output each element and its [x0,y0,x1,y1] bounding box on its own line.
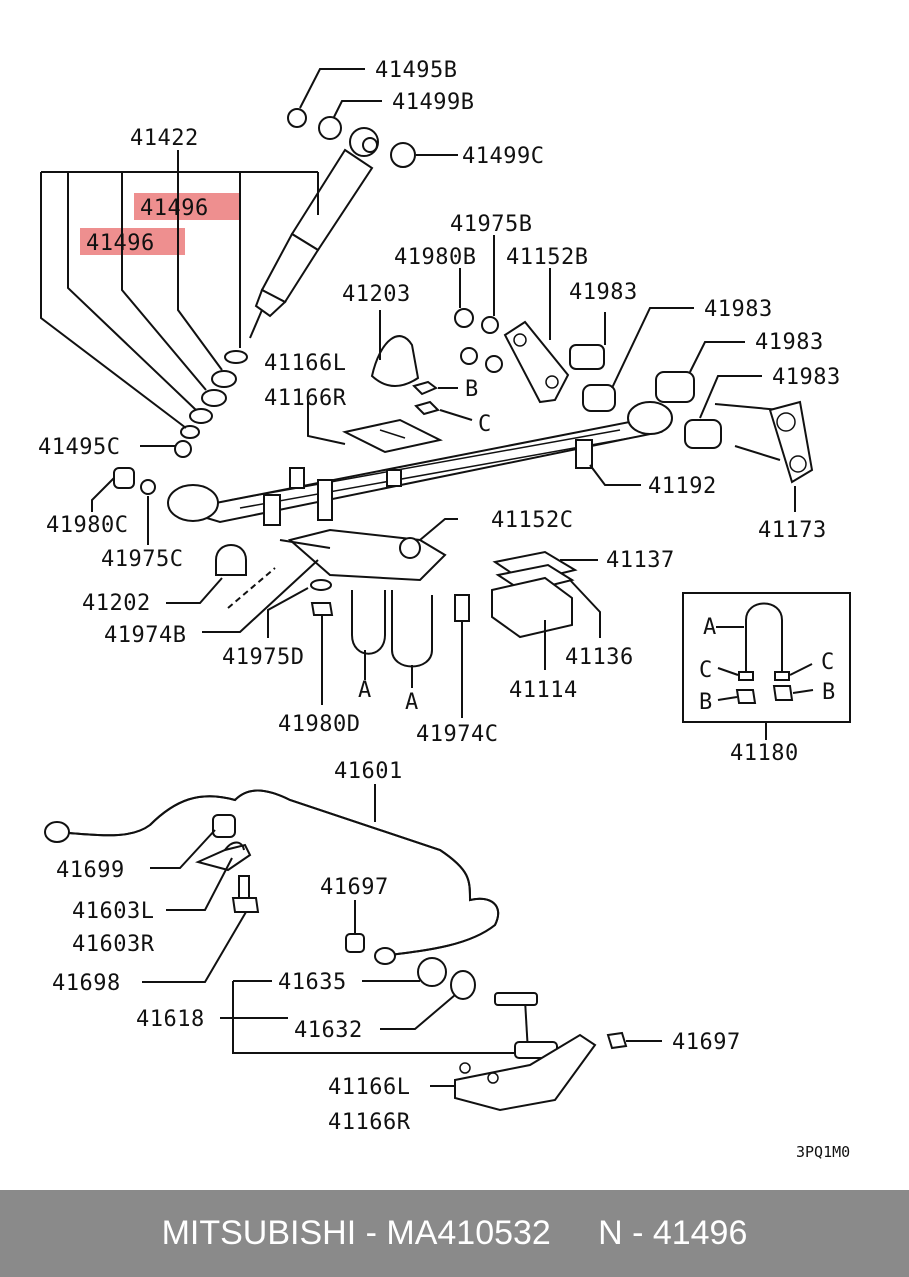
label-41697-upper: 41697 [320,875,389,900]
shackle-41152B [503,320,570,404]
label-41166R-lower: 41166R [328,1110,411,1135]
label-A-2: A [405,690,419,715]
label-A-1: A [358,678,372,703]
label-41975B: 41975B [450,212,532,237]
label-41974C: 41974C [416,722,498,747]
label-41980C: 41980C [46,513,128,538]
label-41983-a: 41983 [569,280,638,305]
label-B-2: B [699,690,713,715]
label-B-1: B [465,377,479,402]
label-41983-b: 41983 [704,297,773,322]
bump-stopper-41202 [215,544,247,576]
label-C-1: C [478,412,492,437]
bushing-41499B [318,116,342,140]
label-41975C: 41975C [101,547,183,572]
label-41203: 41203 [342,282,411,307]
leaf-spring [167,401,673,524]
label-41499C: 41499C [462,144,544,169]
label-41496-upper: 41496 [140,196,209,221]
label-41166R: 41166R [264,386,347,411]
bushing-41495B [287,108,307,128]
highlight-41496-lower [80,228,185,255]
label-41166L-lower: 41166L [328,1075,410,1100]
bump-stopper-41203 [370,335,420,387]
label-B-3: B [822,680,836,705]
label-41166L: 41166L [264,351,346,376]
label-41136: 41136 [565,645,634,670]
label-41422: 41422 [130,126,199,151]
label-41180: 41180 [730,741,799,766]
label-41699: 41699 [56,858,125,883]
label-A-3: A [703,615,717,640]
footer-bar: MITSUBISHI - MA410532 N - 41496 [0,1190,909,1277]
label-41603L: 41603L [72,899,154,924]
label-41495B: 41495B [375,58,457,83]
label-41697-lower: 41697 [672,1030,741,1055]
label-41975D: 41975D [222,645,304,670]
label-41980B: 41980B [394,245,476,270]
label-C-3: C [821,650,835,675]
seat-plate-lower [454,1033,597,1112]
label-41632: 41632 [294,1018,363,1043]
parts-diagram: 41495B 41499B 41499C 41422 41496 41496 4… [38,58,851,1161]
highlight-41496-upper [134,193,241,220]
label-41974B: 41974B [104,623,186,648]
spacer-41114 [491,576,573,639]
label-41152C: 41152C [491,508,573,533]
bushing-41499C [390,142,416,168]
label-41495C: 41495C [38,435,120,460]
label-41152B: 41152B [506,245,588,270]
label-41618: 41618 [136,1007,205,1032]
label-41496-lower: 41496 [86,231,155,256]
label-41192: 41192 [648,474,717,499]
label-41601: 41601 [334,759,403,784]
label-41173: 41173 [758,518,827,543]
label-41499B: 41499B [392,90,474,115]
label-41137: 41137 [606,548,675,573]
label-41983-c: 41983 [755,330,824,355]
label-41635: 41635 [278,970,347,995]
label-C-2: C [699,658,713,683]
label-41603R: 41603R [72,932,155,957]
label-41980D: 41980D [278,712,360,737]
footer-part-number: MITSUBISHI - MA410532 N - 41496 [161,1214,748,1252]
shock-absorber [249,127,379,339]
label-41698: 41698 [52,971,121,996]
label-41202: 41202 [82,591,151,616]
diagram-code: 3PQ1M0 [796,1143,850,1161]
label-41983-d: 41983 [772,365,841,390]
label-41114: 41114 [509,678,578,703]
